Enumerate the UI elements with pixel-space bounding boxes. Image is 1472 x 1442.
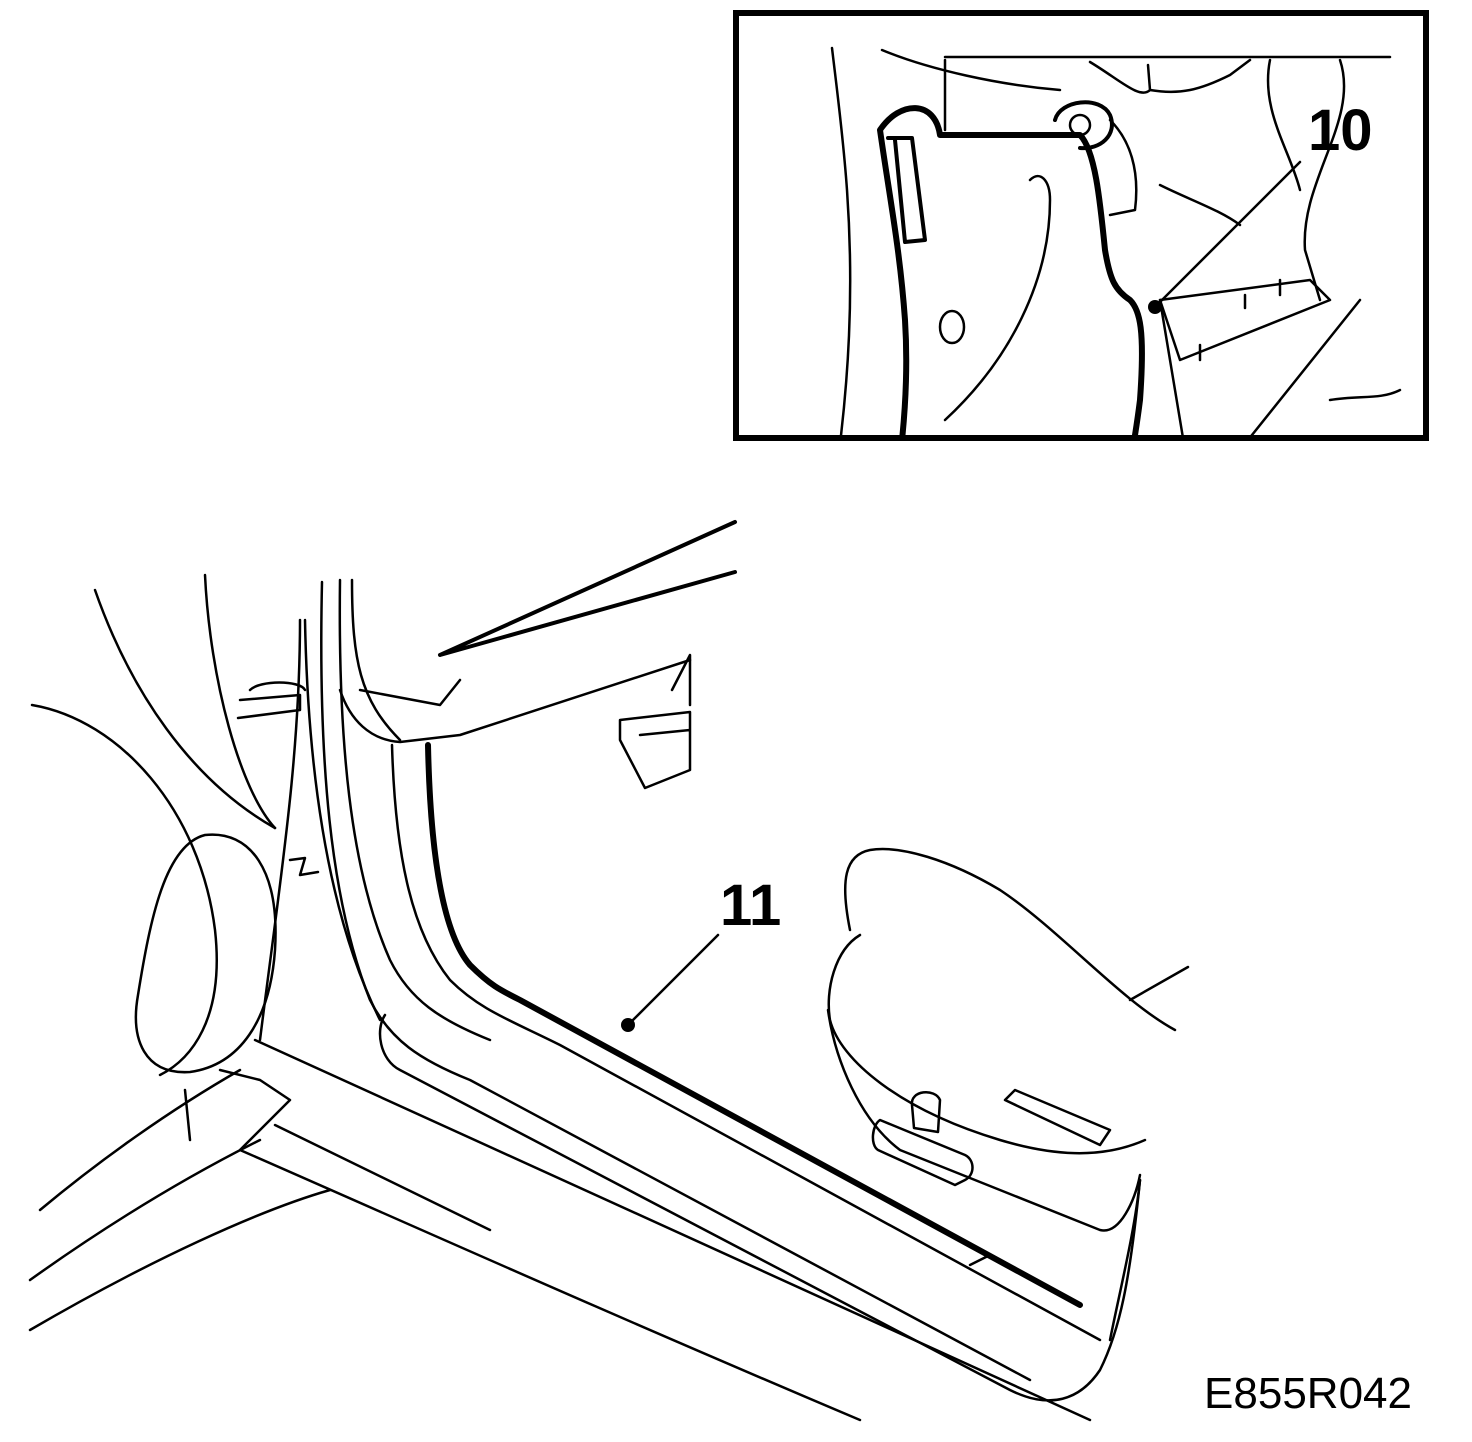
inset-floor-bump — [1100, 612, 1200, 660]
door-opening-top — [338, 658, 692, 744]
inset-pointer — [438, 520, 737, 657]
inset-bolt — [1053, 100, 1114, 151]
pillar-line-4 — [303, 618, 382, 1022]
rocker-line-1 — [253, 1038, 1092, 1422]
a-pillar-edge — [258, 618, 302, 1042]
seat-lever — [871, 1118, 974, 1187]
inset-top-line-1 — [880, 48, 1062, 92]
inset-wavy — [1158, 183, 1242, 227]
inset-frame — [733, 10, 1429, 441]
trim-hole — [938, 309, 966, 345]
floor-block-2 — [670, 653, 692, 707]
rocker-line-3 — [273, 1123, 492, 1232]
ground-line-2 — [28, 1138, 262, 1282]
hinge-small — [288, 856, 320, 877]
door-opening-step — [358, 678, 462, 707]
inset-right-line — [1303, 58, 1346, 302]
inset-mat — [845, 727, 1000, 770]
pillar-line-1 — [320, 580, 1032, 1382]
floor-block — [618, 710, 692, 790]
hinge-clip — [236, 681, 307, 720]
callout-11-leader — [626, 933, 720, 1027]
detail-inset — [733, 10, 1429, 770]
sill-panel-front — [378, 1013, 1142, 1402]
inset-right-line-2 — [1266, 58, 1302, 192]
inset-floor-edge — [990, 545, 1310, 760]
rocker-line-2 — [218, 1068, 292, 1152]
trim-switch — [925, 488, 1000, 558]
inset-lower-left — [883, 610, 900, 760]
ground-line-1 — [38, 1068, 242, 1212]
inset-pillar-line — [830, 46, 852, 435]
fender-oval — [134, 833, 277, 1074]
sill-panel-top — [390, 743, 1102, 1342]
vehicle-body-drawing — [28, 573, 1190, 1422]
inset-floor-line — [1328, 388, 1402, 402]
fender-inner — [203, 573, 277, 830]
wheel-arch-line — [93, 588, 277, 830]
seat-cushion — [844, 847, 1177, 1032]
callout-11-dot — [621, 1018, 635, 1032]
wheel-arch-outer — [30, 703, 218, 1077]
seat-side — [826, 1008, 1142, 1232]
pillar-line-3 — [350, 578, 402, 742]
sill-weatherstrip — [425, 742, 1083, 1308]
callout-10-leader — [1153, 160, 1302, 309]
trim-switch-cutout — [900, 470, 1010, 578]
trim-tab — [886, 136, 927, 244]
callout-10-dot — [1148, 300, 1162, 314]
ground-line-3 — [28, 1188, 332, 1332]
figure-id: E855R042 — [1204, 1369, 1412, 1418]
seat-knob — [910, 1091, 942, 1134]
sill-panel-edge — [1108, 1178, 1142, 1342]
rocker-line-4 — [238, 1148, 862, 1422]
seat-back-line — [1128, 965, 1190, 1002]
inset-top-curve — [1148, 58, 1252, 94]
sill-ridge — [968, 1253, 992, 1267]
a-pillar-trim-panel — [877, 105, 1145, 435]
inset-tunnel — [1150, 471, 1336, 552]
inset-duct-slots — [1198, 278, 1282, 362]
callout-10-label: 10 — [1308, 98, 1373, 163]
inset-bracket-2 — [1108, 118, 1138, 217]
trim-rib — [943, 174, 1052, 422]
inset-duct-body — [1158, 298, 1362, 435]
seat-slot — [1003, 1088, 1112, 1147]
rocker-line-5 — [183, 1088, 192, 1142]
inset-floor-curve — [1336, 440, 1360, 510]
inset-duct-top — [1158, 278, 1332, 362]
inset-right-bottom — [1340, 560, 1386, 680]
seat-base — [827, 933, 1147, 1155]
callout-11-label: 11 — [720, 873, 781, 938]
